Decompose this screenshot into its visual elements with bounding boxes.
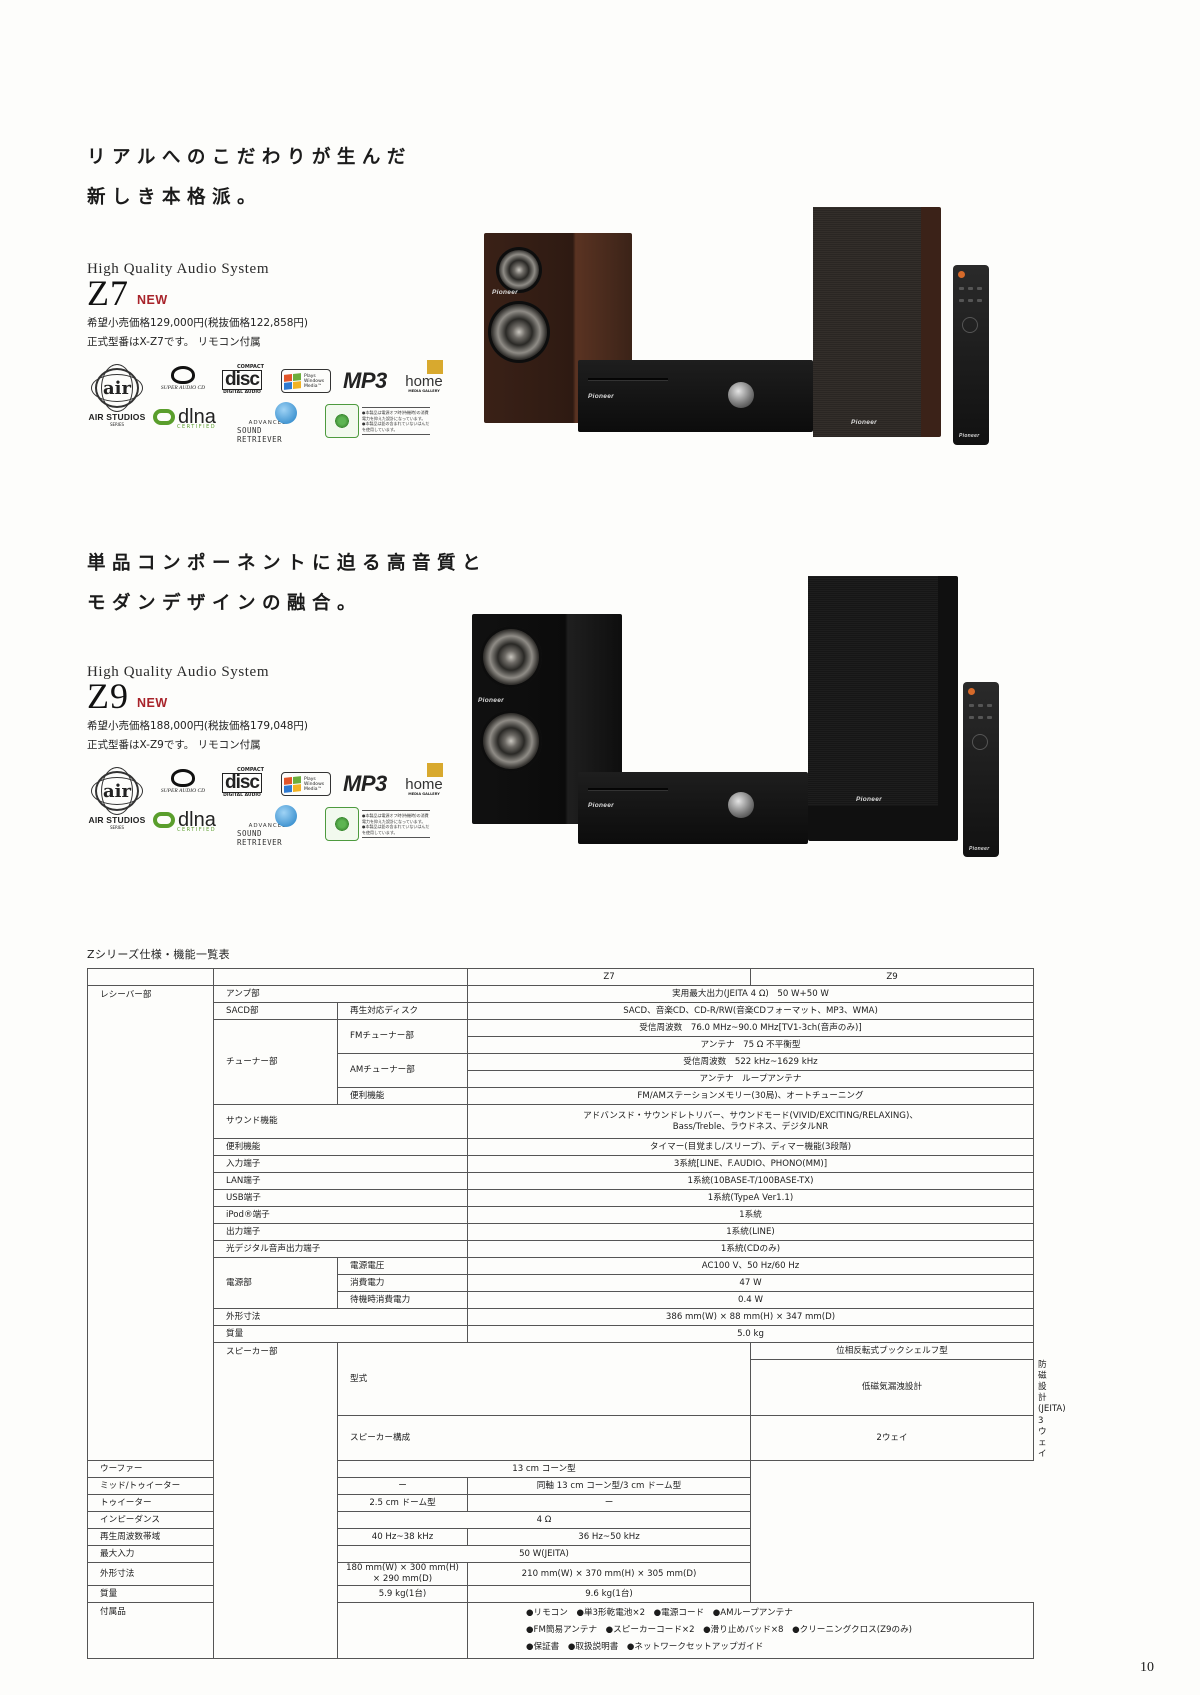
eco-label: ●本製品は電源オフ時(待機時)の消費電力を抑えた設計になっています。●本製品は鉛… bbox=[325, 404, 430, 438]
price-text: 希望小売価格188,000円(税抜価格179,048円) bbox=[87, 720, 309, 732]
mp3-logo: MP3 bbox=[343, 771, 387, 796]
z9-receiver: Pioneer bbox=[578, 772, 808, 844]
product-subhead: High Quality Audio System bbox=[87, 261, 270, 277]
model-name: Z9 bbox=[87, 676, 129, 716]
accessories-list: ●リモコン ●単3形乾電池×2 ●電源コード ●AMループアンテナ ●FM簡易ア… bbox=[467, 1602, 1034, 1659]
dlna-icon bbox=[153, 409, 175, 425]
windows-flag-icon bbox=[284, 775, 301, 793]
dlna-logo: dlna CERTIFIED bbox=[153, 810, 216, 833]
z9-right-speaker: Pioneer bbox=[808, 576, 958, 841]
woofer-driver bbox=[480, 710, 542, 772]
table-row: ミッド/トゥイーターー同軸 13 cm コーン型/3 cm ドーム型 bbox=[87, 1477, 1034, 1495]
sacd-icon bbox=[171, 366, 195, 384]
spec-table: Z7 Z9 レシーバー部 アンプ部 実用最大出力(JEITA 4 Ω) 50 W… bbox=[87, 968, 1066, 1659]
product-z9: 単品コンポーネントに迫る高音質と モダンデザインの融合。 High Qualit… bbox=[87, 544, 488, 847]
new-badge: NEW bbox=[137, 696, 168, 710]
sacd-logo: SUPER AUDIO CD bbox=[157, 366, 209, 391]
dlna-icon bbox=[153, 812, 175, 828]
sound-retriever-icon bbox=[275, 402, 297, 424]
column-header-z9: Z9 bbox=[750, 968, 1034, 986]
table-row: SACD部 再生対応ディスク SACD、音楽CD、CD-R/RW(音楽CDフォー… bbox=[88, 1002, 1034, 1020]
tweeter-driver bbox=[496, 247, 542, 293]
z7-receiver: Pioneer bbox=[578, 360, 813, 432]
price-text: 希望小売価格129,000円(税抜価格122,858円) bbox=[87, 317, 309, 329]
air-studios-logo: air AIR STUDIOS SERIES bbox=[87, 767, 147, 830]
z9-remote-control: Pioneer bbox=[963, 682, 999, 857]
air-studios-logo: air AIR STUDIOS SERIES bbox=[87, 364, 147, 427]
air-icon: air bbox=[91, 364, 143, 412]
accessories-label: 付属品 bbox=[87, 1602, 468, 1659]
table-row: 電源部 電源電圧 AC100 V、50 Hz/60 Hz bbox=[88, 1257, 1034, 1309]
feature-logos: air AIR STUDIOS SERIES SUPER AUDIO CD CO… bbox=[87, 360, 467, 444]
table-row: サウンド機能 アドバンスド・サウンドレトリバー、サウンドモード(VIVID/EX… bbox=[88, 1104, 1034, 1139]
z9-product-photo: Pioneer Pioneer Pioneer Pioneer bbox=[460, 572, 1060, 862]
mp3-logo: MP3 bbox=[343, 368, 387, 393]
page-number: 10 bbox=[1140, 1660, 1154, 1675]
eco-label: ●本製品は電源オフ時(待機時)の消費電力を抑えた設計になっています。●本製品は鉛… bbox=[325, 807, 430, 841]
table-row: スピーカー部 型式 位相反転式ブックシェルフ型 bbox=[88, 1342, 1034, 1659]
sacd-icon bbox=[171, 769, 195, 787]
new-badge: NEW bbox=[137, 293, 168, 307]
headline-line-2: 新しき本格派。 bbox=[87, 187, 263, 208]
table-row: 低磁気漏洩設計 防磁設計(JEITA) bbox=[88, 1359, 1066, 1416]
model-note: 正式型番はX-Z9です。 リモコン付属 bbox=[87, 739, 261, 751]
table-row: 便利機能タイマー(目覚まし/スリープ)、ディマー機能(3段階) bbox=[88, 1138, 1034, 1156]
model-name: Z7 bbox=[87, 273, 129, 313]
dlna-logo: dlna CERTIFIED bbox=[153, 407, 216, 430]
headline-line-2: モダンデザインの融合。 bbox=[87, 593, 363, 614]
eco-flower-icon bbox=[325, 404, 359, 438]
woofer-driver bbox=[488, 301, 550, 363]
z7-right-speaker: Pioneer bbox=[813, 207, 941, 437]
windows-flag-icon bbox=[284, 372, 301, 390]
headline-line-1: リアルへのこだわりが生んだ bbox=[87, 147, 412, 168]
table-row-accessories: 付属品 ●リモコン ●単3形乾電池×2 ●電源コード ●AMループアンテナ ●F… bbox=[87, 1602, 1034, 1659]
feature-logos: air AIR STUDIOS SERIES SUPER AUDIO CD CO… bbox=[87, 763, 467, 847]
product-subhead: High Quality Audio System bbox=[87, 664, 270, 680]
home-icon bbox=[427, 763, 443, 777]
product-z7: リアルへのこだわりが生んだ 新しき本格派。 High Quality Audio… bbox=[87, 138, 467, 444]
sacd-logo: SUPER AUDIO CD bbox=[157, 769, 209, 794]
compact-disc-logo: COMPACT disc DIGITAL AUDIO bbox=[221, 364, 264, 395]
compact-disc-logo: COMPACT disc DIGITAL AUDIO bbox=[221, 767, 264, 798]
spec-table-title: Zシリーズ仕様・機能一覧表 bbox=[87, 948, 230, 961]
table-row: レシーバー部 アンプ部 実用最大出力(JEITA 4 Ω) 50 W+50 W bbox=[87, 985, 1034, 1461]
air-icon: air bbox=[91, 767, 143, 815]
headline-line-1: 単品コンポーネントに迫る高音質と bbox=[87, 553, 488, 574]
z7-product-photo: Pioneer Pioneer Pioneer Pioneer bbox=[470, 195, 1050, 450]
z7-remote-control: Pioneer bbox=[953, 265, 989, 445]
home-media-gallery-logo: home MEDIA GALLERY bbox=[405, 763, 443, 796]
home-icon bbox=[427, 360, 443, 374]
column-header-z7: Z7 bbox=[467, 968, 751, 986]
midrange-driver bbox=[480, 626, 542, 688]
advanced-sound-retriever-logo: ADVANCED SOUND RETRIEVER bbox=[237, 805, 299, 847]
volume-knob bbox=[728, 382, 754, 408]
table-row: チューナー部 FMチューナー部 受信周波数 76.0 MHz~90.0 MHz[… bbox=[88, 1019, 1034, 1105]
advanced-sound-retriever-logo: ADVANCED SOUND RETRIEVER bbox=[237, 402, 299, 444]
eco-flower-icon bbox=[325, 807, 359, 841]
sound-retriever-icon bbox=[275, 805, 297, 827]
section-receiver: レシーバー部 bbox=[87, 985, 214, 1461]
home-media-gallery-logo: home MEDIA GALLERY bbox=[405, 360, 443, 393]
volume-knob bbox=[728, 792, 754, 818]
table-header-row: Z7 Z9 bbox=[87, 968, 1034, 986]
model-note: 正式型番はX-Z7です。 リモコン付属 bbox=[87, 336, 261, 348]
